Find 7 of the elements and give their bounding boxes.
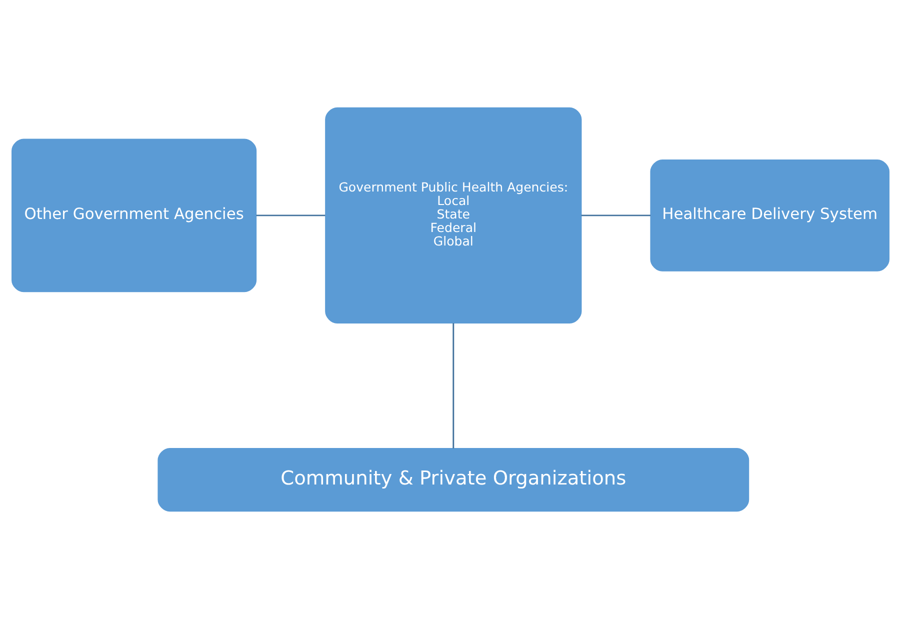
- connector: [581, 214, 651, 216]
- connector: [452, 323, 454, 448]
- node-box: Other Government Agencies: [12, 138, 257, 292]
- node-box: Community & Private Organizations: [158, 448, 750, 512]
- connector: [256, 214, 326, 216]
- node-box: Government Public Health Agencies: Local State Federal Global: [325, 107, 582, 324]
- node-box: Healthcare Delivery System: [650, 159, 890, 272]
